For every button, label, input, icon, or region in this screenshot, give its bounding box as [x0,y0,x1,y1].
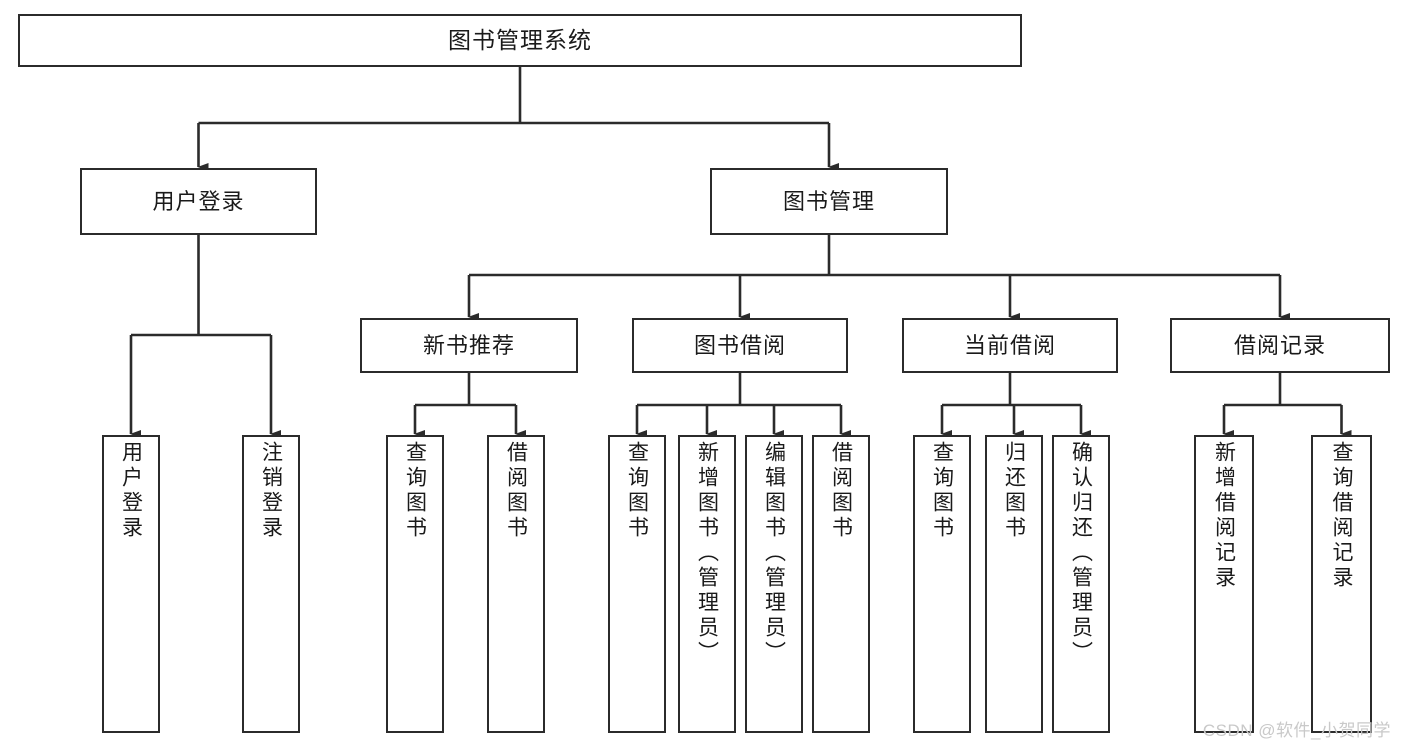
csdn-watermark: CSDN @软件_小贺同学 [1202,721,1391,740]
node-leaf-return-book-label: 归还图书 [1002,441,1026,541]
node-leaf-add-book[interactable]: 新增图书（管理员） [678,435,736,733]
node-new-book-rec[interactable]: 新书推荐 [360,318,578,373]
node-new-book-rec-label: 新书推荐 [422,332,515,358]
node-leaf-query-book-rec[interactable]: 查询图书 [386,435,444,733]
node-leaf-add-record[interactable]: 新增借阅记录 [1194,435,1254,733]
node-leaf-edit-book-label: 编辑图书（管理员） [762,441,786,666]
node-leaf-query-record[interactable]: 查询借阅记录 [1311,435,1372,733]
node-leaf-confirm-return[interactable]: 确认归还（管理员） [1052,435,1110,733]
node-leaf-borrow-book-rec[interactable]: 借阅图书 [487,435,545,733]
node-leaf-query-book-label: 查询图书 [625,441,649,541]
node-user-login-label: 用户登录 [152,188,245,214]
node-book-borrow-label: 图书借阅 [693,332,786,358]
node-borrow-record[interactable]: 借阅记录 [1170,318,1390,373]
node-leaf-query-record-label: 查询借阅记录 [1330,441,1353,591]
node-leaf-add-book-label: 新增图书（管理员） [695,441,719,666]
node-leaf-query-book-cur-label: 查询图书 [930,441,954,541]
node-leaf-user-logout[interactable]: 注销登录 [242,435,300,733]
node-leaf-query-book[interactable]: 查询图书 [608,435,666,733]
node-leaf-user-login[interactable]: 用户登录 [102,435,160,733]
node-root[interactable]: 图书管理系统 [18,14,1022,67]
node-leaf-return-book[interactable]: 归还图书 [985,435,1043,733]
node-leaf-borrow-book-label: 借阅图书 [829,441,853,541]
node-borrow-record-label: 借阅记录 [1233,332,1326,358]
node-current-borrow-label: 当前借阅 [963,332,1056,358]
node-leaf-edit-book[interactable]: 编辑图书（管理员） [745,435,803,733]
node-leaf-confirm-return-label: 确认归还（管理员） [1069,441,1093,666]
node-leaf-add-record-label: 新增借阅记录 [1212,441,1236,591]
node-book-borrow[interactable]: 图书借阅 [632,318,848,373]
node-leaf-borrow-book[interactable]: 借阅图书 [812,435,870,733]
node-root-label: 图书管理系统 [448,27,592,53]
node-leaf-user-logout-label: 注销登录 [259,441,283,541]
node-leaf-query-book-cur[interactable]: 查询图书 [913,435,971,733]
node-current-borrow[interactable]: 当前借阅 [902,318,1118,373]
node-book-manage-label: 图书管理 [782,188,875,214]
node-book-manage[interactable]: 图书管理 [710,168,948,235]
node-leaf-user-login-label: 用户登录 [119,441,143,541]
node-leaf-borrow-book-rec-label: 借阅图书 [504,441,528,541]
node-leaf-query-book-rec-label: 查询图书 [403,441,427,541]
node-user-login[interactable]: 用户登录 [80,168,317,235]
